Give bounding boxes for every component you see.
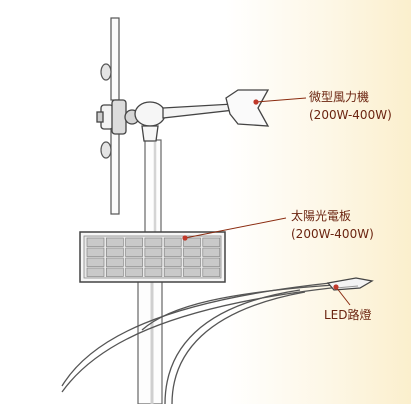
solar-panel-label: 太陽光電板	[291, 209, 352, 223]
turbine-hub	[96, 99, 166, 142]
solar-cell	[106, 237, 124, 247]
solar-cell	[106, 267, 124, 277]
wind-turbine-power: (200W-400W)	[309, 108, 392, 122]
solar-cell	[183, 247, 201, 257]
solar-cell	[183, 237, 201, 247]
led-lamp-label: LED路燈	[324, 308, 372, 322]
solar-cell	[125, 267, 143, 277]
solar-cell	[183, 257, 201, 267]
solar-cell	[86, 257, 105, 267]
solar-cell	[125, 247, 143, 257]
solar-panel-power: (200W-400W)	[291, 227, 374, 241]
solar-cell	[202, 267, 221, 277]
solar-cell	[125, 257, 143, 267]
solar-cell	[106, 247, 124, 257]
led-lamp-callout: LED路燈	[324, 306, 372, 324]
solar-cell	[144, 247, 163, 257]
solar-cell	[163, 257, 182, 267]
wind-turbine-marker	[253, 99, 259, 105]
solar-cell	[144, 237, 163, 247]
solar-cell	[163, 237, 182, 247]
solar-cell	[183, 267, 201, 277]
led-lamp-head	[326, 277, 374, 291]
upper-pole	[144, 139, 162, 235]
solar-cell	[202, 247, 221, 257]
solar-cell	[144, 267, 163, 277]
wind-turbine-label: 微型風力機	[309, 90, 370, 104]
led-lamp-marker	[333, 284, 339, 290]
solar-cell	[106, 257, 124, 267]
wind-turbine-callout: 微型風力機 (200W-400W)	[309, 88, 392, 124]
solar-cell	[202, 237, 221, 247]
solar-cell	[86, 237, 105, 247]
solar-cell	[202, 257, 221, 267]
lamp-arms	[61, 281, 341, 404]
leader-lines	[184, 97, 351, 306]
wind-turbine-blades	[100, 17, 120, 215]
solar-cell	[86, 267, 105, 277]
solar-cell	[125, 237, 143, 247]
solar-cell	[144, 257, 163, 267]
turbine-tail	[162, 89, 270, 127]
solar-cells	[86, 237, 221, 277]
solar-cell	[163, 267, 182, 277]
solar-cell	[86, 247, 105, 257]
solar-panel-marker	[182, 235, 188, 241]
solar-panel-callout: 太陽光電板 (200W-400W)	[291, 207, 374, 243]
solar-cell	[163, 247, 182, 257]
lower-pole	[137, 279, 163, 404]
solar-panel	[79, 231, 226, 283]
